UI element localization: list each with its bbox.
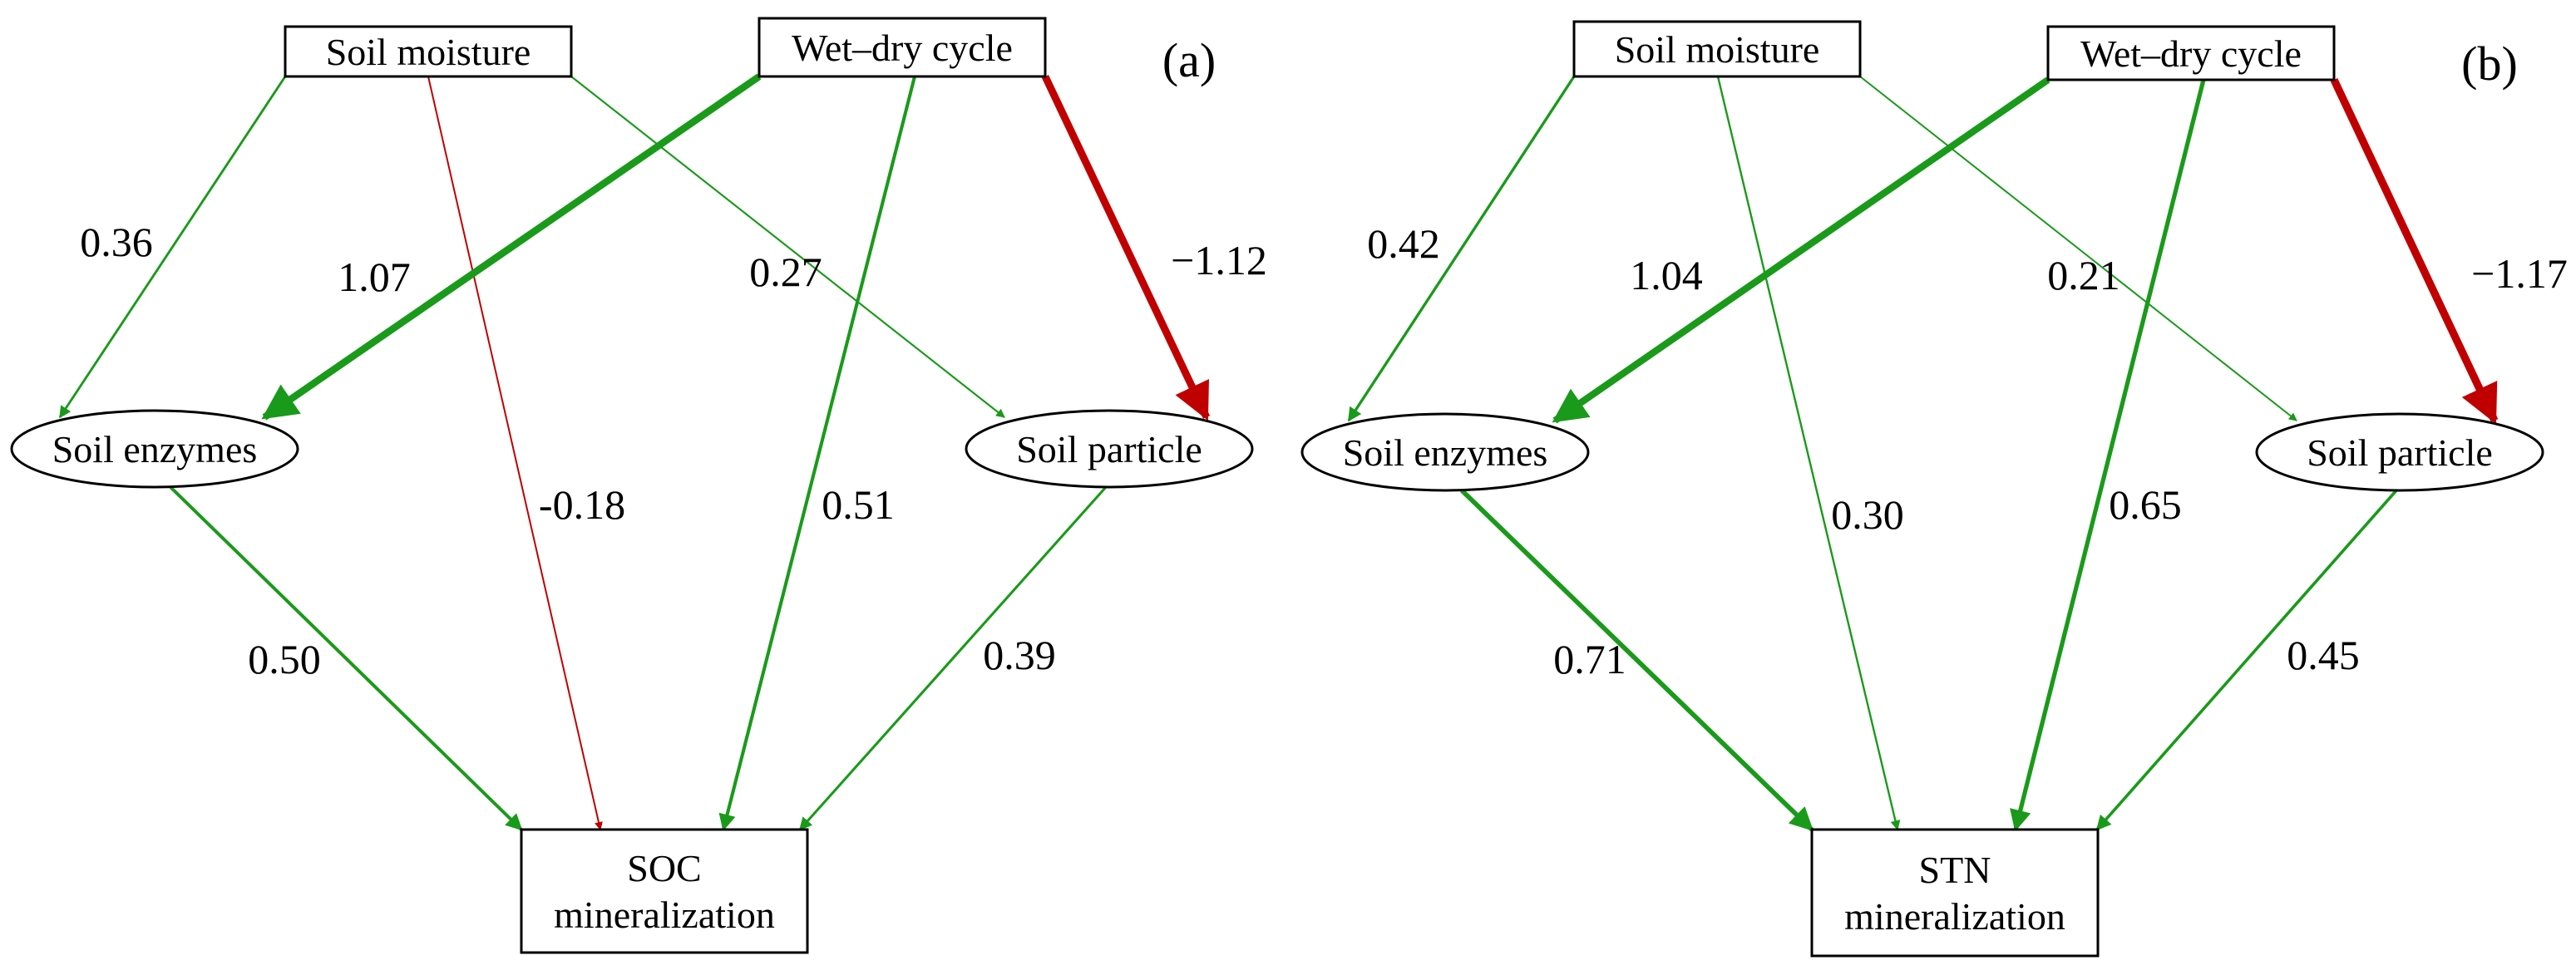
path-arrow-moisture-enzymes [58,76,287,419]
path-coefficient-enzymes-outcome: 0.50 [248,636,321,682]
path-coefficient-wetdry-particle: −1.17 [2471,250,2568,297]
path-arrow-enzymes-outcome [1460,488,1814,832]
panel-label: (b) [2461,37,2518,91]
node-outcome-shape [1810,828,2100,958]
node-moisture-label: Soil moisture [326,31,531,73]
node-enzymes: Soil enzymes [10,409,299,489]
path-arrow-enzymes-outcome [169,485,523,831]
path-coefficient-moisture-particle: 0.27 [749,249,822,295]
node-particle: Soil particle [2255,412,2544,492]
path-arrow-wetdry-outcome [718,76,916,831]
node-particle-label: Soil particle [2307,431,2493,474]
panel-a: 0.36 -0.18 0.27 1.07 0.51 −1.12 0.50 0.39 Soil m… [10,17,1267,954]
path-coefficient-moisture-outcome: -0.18 [539,481,625,528]
panel-b: 0.42 0.30 0.21 1.04 0.65 −1.17 0.71 0.45 Soil mo… [1300,20,2568,958]
node-enzymes-label: Soil enzymes [52,428,258,470]
node-wetdry-shape [758,17,1047,78]
node-wetdry-label: Wet–dry cycle [792,27,1013,69]
path-coefficient-moisture-enzymes: 0.42 [1367,220,1440,267]
node-outcome-shape [520,828,809,954]
node-moisture-label: Soil moisture [1615,28,1820,71]
path-arrow-wetdry-particle [2330,78,2499,425]
path-coefficient-moisture-enzymes: 0.36 [80,219,153,265]
node-particle-shape [965,409,1254,489]
node-outcome-label: mineralization [1844,895,2065,938]
path-arrow-moisture-particle [1859,76,2297,421]
path-coefficient-particle-outcome: 0.39 [983,632,1056,678]
path-arrow-moisture-outcome [427,76,603,830]
node-particle: Soil particle [965,409,1254,489]
path-coefficient-wetdry-outcome: 0.51 [822,481,895,528]
node-enzymes-shape [1300,412,1590,492]
node-wetdry: Wet–dry cycle [758,17,1047,78]
node-enzymes: Soil enzymes [1300,412,1590,492]
node-wetdry-shape [2046,25,2336,81]
node-wetdry: Wet–dry cycle [2046,25,2336,81]
path-coefficient-moisture-outcome: 0.30 [1831,491,1904,538]
node-moisture: Soil moisture [284,25,573,78]
path-arrow-wetdry-enzymes [261,73,762,421]
path-coefficient-wetdry-enzymes: 1.07 [338,254,411,300]
node-moisture-shape [1572,20,1862,78]
path-arrow-wetdry-outcome [2010,79,2206,832]
node-enzymes-label: Soil enzymes [1343,431,1548,474]
panel-label: (a) [1162,33,1216,87]
path-arrow-wetdry-particle [1041,75,1211,421]
path-arrow-moisture-particle [570,76,1005,418]
node-moisture-shape [284,25,573,78]
node-outcome-label: STN [1919,849,1991,891]
path-coefficient-enzymes-outcome: 0.71 [1553,636,1626,682]
node-outcome: SOC mineralization [520,828,809,954]
path-coefficient-particle-outcome: 0.45 [2287,632,2360,678]
node-particle-label: Soil particle [1016,428,1202,470]
path-coefficient-moisture-particle: 0.21 [2047,252,2120,298]
node-enzymes-shape [10,409,299,489]
path-arrow-wetdry-enzymes [1552,76,2050,424]
path-coefficient-wetdry-enzymes: 1.04 [1630,252,1703,298]
node-outcome-label: SOC [627,847,701,889]
path-arrow-moisture-outcome [1716,76,1901,831]
node-moisture: Soil moisture [1572,20,1862,78]
path-coefficient-wetdry-outcome: 0.65 [2109,481,2182,528]
node-wetdry-label: Wet–dry cycle [2080,32,2302,75]
path-arrow-particle-outcome [798,485,1108,831]
node-particle-shape [2255,412,2544,492]
path-arrow-moisture-enzymes [1347,76,1576,422]
node-outcome-label: mineralization [554,894,775,936]
path-arrow-particle-outcome [2095,489,2398,831]
path-coefficient-wetdry-particle: −1.12 [1171,237,1267,283]
